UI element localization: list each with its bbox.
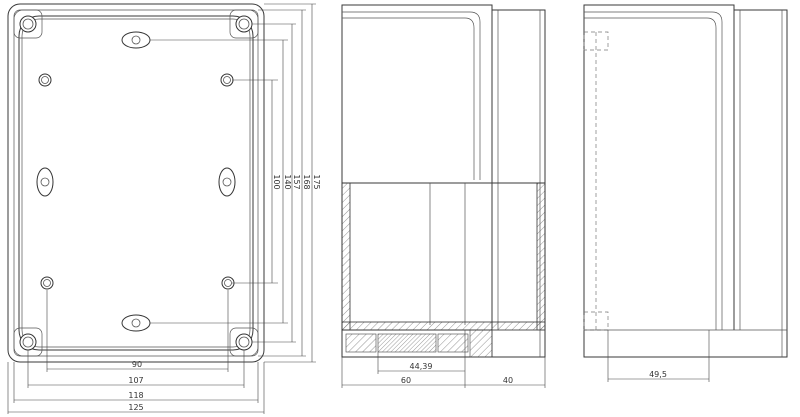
dim-width-107: 107 [128,376,143,385]
mounting-boss [40,276,54,290]
dim-width-118: 118 [128,391,143,400]
dim-40: 40 [503,376,513,385]
end-outline [583,4,788,358]
section-wall-right [536,182,546,331]
keyhole-slot-top [121,31,151,49]
enclosure-rim [13,9,259,357]
dim-height-140: 140 [283,174,292,189]
dim-width-90: 90 [132,360,142,369]
dim-44-39: 44,39 [410,362,433,371]
dim-height-168: 168 [302,174,311,189]
corner-screw-bottom-left [13,327,43,357]
mounting-boss [38,73,52,87]
side-dimensions: 44,39 60 40 [341,330,546,388]
front-view: 90 107 118 125 100 140 [7,3,321,414]
side-view: 44,39 60 40 [341,4,546,388]
keyhole-slot-right [218,167,236,197]
keyhole-slot-left [36,167,54,197]
mounting-boss [220,73,234,87]
screw-thread [377,333,437,353]
dim-height-157: 157 [292,174,301,189]
height-dimensions: 100 140 157 168 175 [150,3,321,363]
section-base [341,321,546,331]
dim-60: 60 [401,376,411,385]
dim-height-175: 175 [312,174,321,189]
corner-screw-top-right [229,9,259,39]
dim-49-5: 49,5 [649,370,667,379]
keyhole-slot-bottom [121,314,151,332]
lid-inner-edge [21,18,251,348]
lid-outline [18,15,254,351]
corner-screw-top-left [13,9,43,39]
dim-height-100: 100 [272,174,281,189]
dim-width-125: 125 [128,403,143,412]
enclosure-outline [7,3,265,363]
side-outline [341,4,546,358]
end-dimensions: 49,5 [607,330,710,382]
width-dimensions: 90 107 118 125 [7,290,265,414]
end-view: 49,5 [583,4,788,382]
section-wall-left [341,182,351,331]
